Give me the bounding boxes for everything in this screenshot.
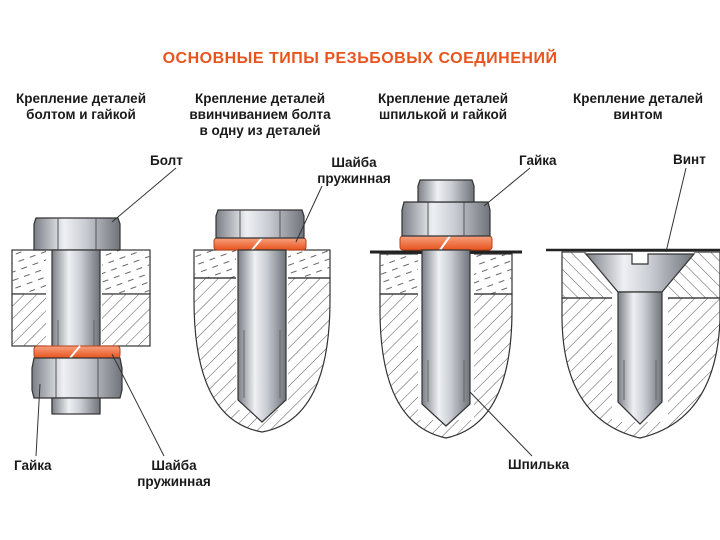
label-line: пружинная [317,171,391,186]
label-bolt: Болт [150,153,183,168]
leader-nut-bottom [35,383,41,457]
caption-screwed-bolt: Крепление деталей ввинчиванием болта в о… [170,91,350,139]
leader-washer-top [295,185,323,243]
label-washer-top: Шайба пружинная [306,155,402,187]
leader-nut-top [483,167,531,207]
leader-stud [469,391,533,457]
label-screw: Винт [673,152,706,167]
caption-line: шпилькой и гайкой [378,107,508,122]
label-line: Шайба [151,458,197,473]
caption-line: винтом [613,107,663,122]
bolt-and-nut-joint [11,217,151,415]
caption-line: ввинчиванием болта [189,107,331,122]
label-line: Шайба [331,155,377,170]
leader-bolt [111,167,177,223]
caption-stud-and-nut: Крепление деталей шпилькой и гайкой [362,91,524,123]
leader-washer-bottom [111,353,165,457]
leader-lines [35,167,687,457]
page-title: ОСНОВНЫЕ ТИПЫ РЕЗЬБОВЫХ СОЕДИНЕНИЙ [162,50,558,67]
caption-line: Крепление деталей [195,91,325,106]
caption-line: болтом и гайкой [26,107,136,122]
caption-line: Крепление деталей [573,91,703,106]
label-stud: Шпилька [508,457,570,472]
stud-and-nut-joint [370,179,522,439]
caption-line: Крепление деталей [16,91,146,106]
caption-line: в одну из деталей [199,123,321,138]
caption-bolt-and-nut: Крепление деталей болтом и гайкой [0,91,162,123]
leader-screw [665,167,687,253]
label-nut-top: Гайка [519,153,557,168]
label-nut-bottom: Гайка [14,458,52,473]
screwed-bolt-joint [193,209,331,433]
caption-line: Крепление деталей [378,91,508,106]
caption-screw: Крепление деталей винтом [556,91,720,123]
screw-joint [546,248,720,439]
label-washer-bottom: Шайба пружинная [126,458,222,490]
label-line: пружинная [137,474,211,489]
